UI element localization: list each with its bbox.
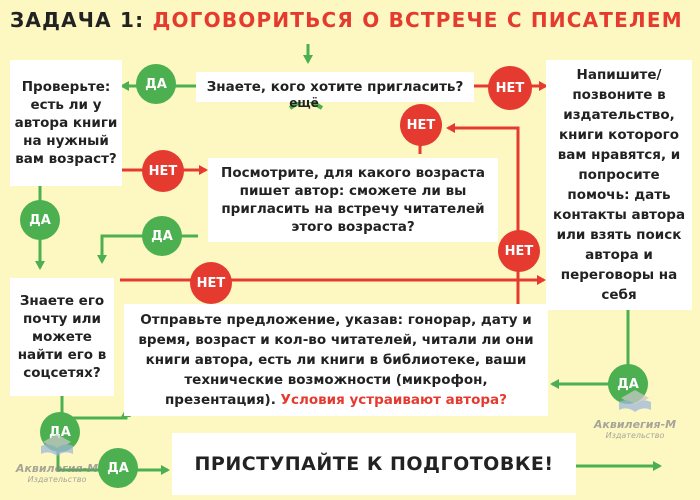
node-know-mail: Знаете его почту или можете найти его в … (10, 278, 114, 396)
node-check-books: Проверьте: есть ли у автора книги на нуж… (10, 60, 122, 186)
badge-no-look-age: НЕТ (400, 104, 442, 146)
send-offer-question: Условия устраивают автора? (280, 392, 507, 408)
badge-yes-look-age: ДА (142, 216, 182, 256)
page-title: ЗАДАЧА 1: ДОГОВОРИТЬСЯ О ВСТРЕЧЕ С ПИСАТ… (10, 8, 683, 32)
node-final: ПРИСТУПАЙТЕ К ПОДГОТОВКЕ! (172, 433, 576, 495)
node-look-age: Посмотрите, для какого возраста пишет ав… (208, 158, 498, 242)
title-main: ДОГОВОРИТЬСЯ О ВСТРЕЧЕ С ПИСАТЕЛЕМ (152, 8, 683, 32)
badge-no-offer: НЕТ (498, 230, 540, 272)
node-know-who-text: Знаете, кого хотите пригласить? (206, 79, 464, 95)
node-write-publisher: Напишите/ позвоните в издательство, книг… (546, 60, 692, 310)
logo-sub: Издательство (605, 431, 665, 440)
send-offer-body: Отправьте предложение, указав: гонорар, … (138, 312, 534, 408)
book-logo-icon (619, 390, 651, 412)
badge-yes-offer: ДА (98, 448, 138, 488)
title-prefix: ЗАДАЧА 1: (10, 8, 153, 32)
logo-name: Аквилегия-М (15, 462, 99, 475)
book-logo-icon (41, 434, 73, 456)
more-link[interactable]: ещё (289, 96, 319, 110)
badge-no-mail: НЕТ (190, 262, 232, 304)
badge-yes-check: ДА (20, 200, 60, 240)
node-know-who: Знаете, кого хотите пригласить? (196, 72, 474, 102)
node-send-offer-text: Отправьте предложение, указав: гонорар, … (134, 310, 538, 410)
node-check-books-text: Проверьте: есть ли у автора книги на нуж… (14, 79, 118, 167)
logo-sub: Издательство (27, 475, 87, 484)
node-look-age-text: Посмотрите, для какого возраста пишет ав… (221, 165, 485, 235)
node-know-mail-text: Знаете его почту или можете найти его в … (17, 293, 107, 381)
logo-name: Аквилегия-М (593, 418, 677, 431)
badge-no-check: НЕТ (142, 150, 184, 192)
badge-no-question: НЕТ (488, 66, 532, 110)
node-send-offer: Отправьте предложение, указав: гонорар, … (124, 304, 548, 416)
publisher-logo: Аквилегия-М Издательство (590, 388, 680, 440)
arrow-mail-yes-to-offer (60, 396, 131, 420)
node-write-publisher-text: Напишите/ позвоните в издательство, книг… (552, 67, 686, 303)
publisher-logo-2: Аквилегия-М Издательство (12, 432, 102, 484)
badge-yes-question: ДА (136, 64, 176, 104)
